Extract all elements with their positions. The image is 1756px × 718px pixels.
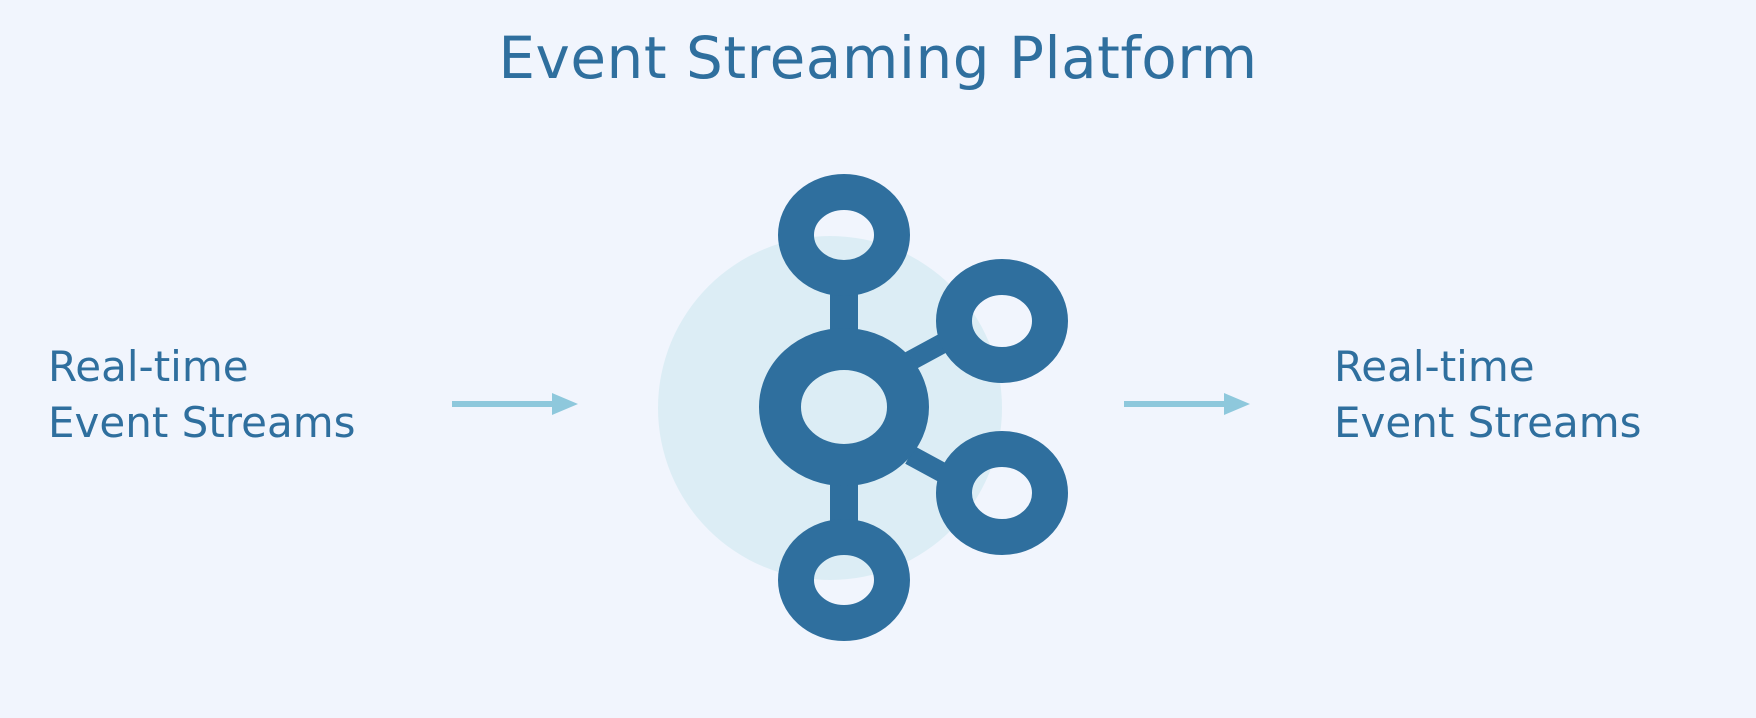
- node-right-upper: [936, 259, 1068, 383]
- node-center: [759, 328, 929, 486]
- diagram-title: Event Streaming Platform: [498, 24, 1258, 92]
- output-streams-label: Real-time Event Streams: [1334, 339, 1642, 451]
- output-label-line2: Event Streams: [1334, 398, 1642, 447]
- node-right-lower: [936, 431, 1068, 555]
- node-top: [778, 174, 910, 296]
- output-arrow: [1124, 393, 1250, 415]
- input-label-line1: Real-time: [48, 342, 249, 391]
- platform-halo: [658, 236, 1002, 580]
- output-label-line1: Real-time: [1334, 342, 1535, 391]
- input-arrow: [452, 393, 578, 415]
- node-bottom: [778, 519, 910, 641]
- input-streams-label: Real-time Event Streams: [48, 339, 356, 451]
- kafka-cluster-icon: [759, 174, 1068, 641]
- input-label-line2: Event Streams: [48, 398, 356, 447]
